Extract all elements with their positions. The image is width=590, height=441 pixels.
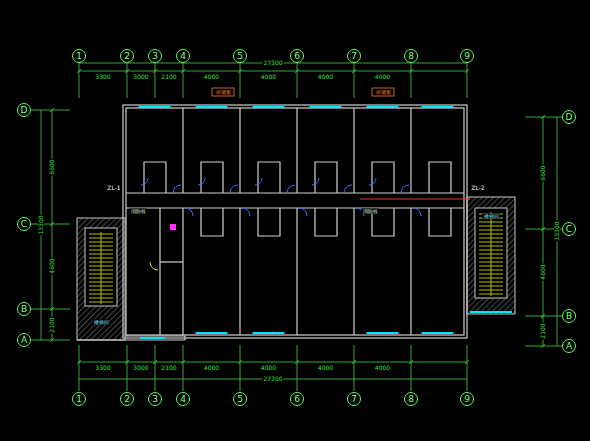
axis-number: 9 — [464, 52, 470, 61]
axis-bubble: 4 — [176, 392, 190, 406]
dimension-text: 2100 — [160, 74, 177, 80]
axis-number: 2 — [124, 52, 130, 61]
axis-number: 5 — [237, 52, 243, 61]
axis-number: C — [566, 225, 572, 234]
tag-box — [212, 88, 234, 96]
axis-number: 5 — [237, 395, 243, 404]
axis-bubble: 5 — [233, 49, 247, 63]
dimension-text: 2100 — [49, 316, 55, 333]
doors — [141, 178, 421, 270]
axis-number: 9 — [464, 395, 470, 404]
equipment-tag: 消防栓 — [130, 209, 147, 214]
dimension-text: 3300 — [94, 365, 111, 371]
axis-bubble: 2 — [120, 49, 134, 63]
axis-bubble: 3 — [148, 49, 162, 63]
dimension-text: 4000 — [317, 365, 334, 371]
dimension-text: 3000 — [132, 74, 149, 80]
dimension-lines — [31, 61, 562, 391]
axis-bubble: 8 — [404, 49, 418, 63]
stair-tag: 楼梯间 — [93, 320, 110, 325]
dimension-text: 3300 — [94, 74, 111, 80]
axis-number: 1 — [76, 395, 82, 404]
axis-number: 8 — [408, 52, 414, 61]
axis-bubble: 1 — [72, 49, 86, 63]
stair-treads — [89, 212, 503, 304]
dimension-text: 13300 — [554, 220, 560, 241]
axis-bubble: 1 — [72, 392, 86, 406]
dimension-text: 4600 — [49, 257, 55, 274]
stair-tag: 楼梯间 — [483, 214, 500, 219]
pipe-line — [360, 199, 470, 200]
dimension-text: 4600 — [540, 263, 546, 280]
column-tag: ZL-2 — [470, 185, 485, 191]
dimension-text: 27300 — [262, 60, 283, 66]
dimension-text: 3000 — [132, 365, 149, 371]
axis-bubble: 2 — [120, 392, 134, 406]
axis-bubble: D — [562, 110, 576, 124]
axis-bubble: B — [17, 302, 31, 316]
axis-number: D — [21, 106, 28, 115]
dimension-text: 6600 — [540, 164, 546, 181]
note-tag: 排烟窗 — [375, 90, 392, 95]
column-tag: ZL-1 — [106, 185, 121, 191]
axis-number: 2 — [124, 395, 130, 404]
axis-bubble: C — [562, 222, 576, 236]
axis-number: 1 — [76, 52, 82, 61]
axis-number: C — [21, 220, 27, 229]
axis-number: D — [566, 113, 573, 122]
hydrant-mark — [170, 224, 176, 230]
windows — [139, 107, 513, 338]
axis-bubble: 9 — [460, 49, 474, 63]
axis-number: A — [566, 342, 572, 351]
dimension-text: 4000 — [260, 365, 277, 371]
axis-bubble: 7 — [347, 49, 361, 63]
dimension-text: 4000 — [374, 365, 391, 371]
axis-number: 8 — [408, 395, 414, 404]
axis-bubble: 6 — [290, 392, 304, 406]
axis-bubble: 5 — [233, 392, 247, 406]
dimension-text: 27300 — [262, 376, 283, 382]
axis-bubble: C — [17, 217, 31, 231]
stair-hatch — [77, 197, 515, 340]
axis-bubble: A — [17, 333, 31, 347]
axis-number: B — [566, 312, 572, 321]
axis-number: 3 — [152, 395, 158, 404]
tag-box — [372, 88, 394, 96]
walls — [77, 105, 467, 340]
dimension-text: 2100 — [540, 322, 546, 339]
axis-number: 6 — [294, 52, 300, 61]
axis-number: A — [21, 336, 27, 345]
axis-bubble: D — [17, 103, 31, 117]
axis-number: 7 — [351, 52, 357, 61]
axis-number: 3 — [152, 52, 158, 61]
dimension-text: 4000 — [203, 365, 220, 371]
dimension-text: 13300 — [38, 214, 44, 235]
dimension-text: 4000 — [374, 74, 391, 80]
dimension-text: 4000 — [203, 74, 220, 80]
axis-bubble: 8 — [404, 392, 418, 406]
axis-number: B — [21, 305, 27, 314]
axis-bubble: 4 — [176, 49, 190, 63]
axis-bubble: 6 — [290, 49, 304, 63]
axis-bubble: B — [562, 309, 576, 323]
equipment-tag: 消防栓 — [362, 209, 379, 214]
axis-bubble: A — [562, 339, 576, 353]
axis-number: 4 — [180, 395, 186, 404]
axis-number: 4 — [180, 52, 186, 61]
dimension-text: 4000 — [260, 74, 277, 80]
axis-number: 6 — [294, 395, 300, 404]
axis-bubble: 7 — [347, 392, 361, 406]
axis-bubble: 9 — [460, 392, 474, 406]
room-walls — [144, 108, 451, 335]
dimension-text: 4000 — [317, 74, 334, 80]
axis-number: 7 — [351, 395, 357, 404]
dimension-text: 6600 — [49, 158, 55, 175]
axis-bubble: 3 — [148, 392, 162, 406]
note-tag: 排烟窗 — [215, 90, 232, 95]
dimension-text: 2100 — [160, 365, 177, 371]
